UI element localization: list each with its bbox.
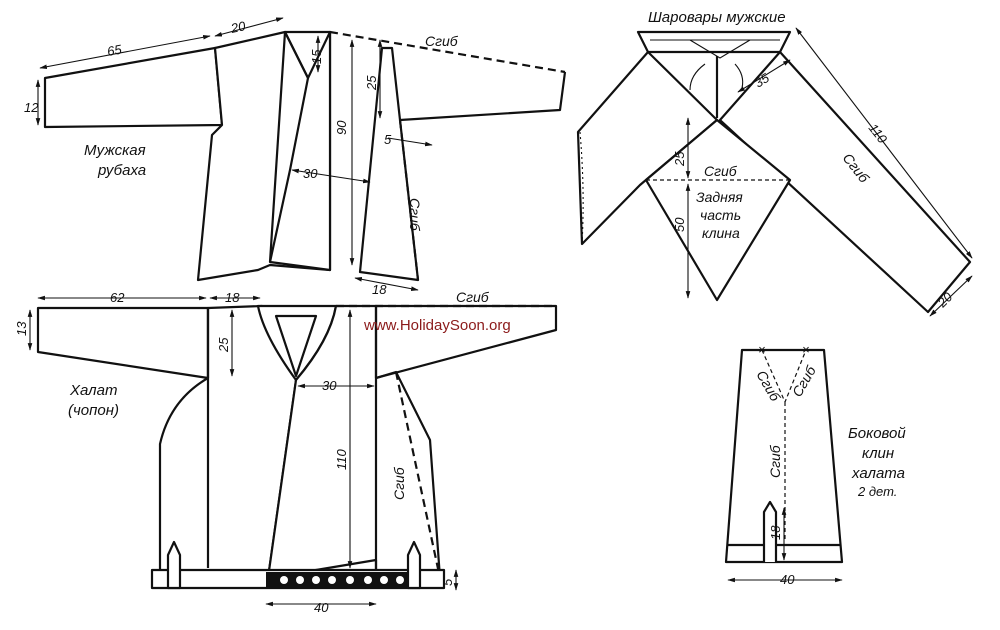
side-gusset-fold-center: Сгиб [767,444,783,478]
shirt-dim-half-width: 30 [303,166,318,181]
robe-pattern: 62 18 13 25 30 110 40 5 Сгиб Сгиб www.Ho… [14,289,558,615]
robe-dim-cuff: 13 [14,321,29,336]
side-gusset-title-1: Боковой [848,425,906,442]
robe-fold-top-label: Сгиб [456,289,490,305]
robe-ornament [280,576,404,584]
robe-dim-hem: 40 [314,600,329,615]
mens-trousers-pattern: Шаровары мужские 35 110 20 Сгиб Сгиб 25 … [576,9,973,317]
robe-dim-armhole: 25 [216,337,231,353]
svg-text:×: × [758,342,766,357]
robe-title-1: Халат [69,382,117,399]
shirt-neckline [268,31,310,263]
watermark: www.HolidaySoon.org [363,317,511,334]
shirt-right-side [358,46,420,282]
robe-dim-shoulder: 18 [225,290,240,305]
robe-fold-side-label: Сгиб [391,466,407,500]
gusset-label-1: Задняя [696,189,743,205]
shirt-title-2: рубаха [97,162,146,179]
side-gusset-shape [724,348,844,564]
shirt-title-1: Мужская [84,142,146,159]
side-gusset-dim-slit: 18 [768,525,783,540]
shirt-fold-line [329,30,566,74]
robe-ornament-band [266,572,410,588]
robe-title-2: (чопон) [68,402,119,419]
shirt-dim-cuff: 12 [24,100,39,115]
trousers-fold-gusset: Сгиб [704,163,738,179]
side-gusset-title-4: 2 дет. [857,484,897,499]
robe-dim-length: 110 [334,449,349,470]
side-gusset-dim-width: 40 [780,572,795,587]
shirt-dim-length: 90 [334,120,349,135]
shirt-dim-neck: 15 [309,49,324,64]
trousers-title: Шаровары мужские [648,9,786,26]
gusset-label-3: клина [702,225,740,241]
trousers-dim-gusset-top: 25 [672,151,687,167]
shirt-dim-shoulder: 20 [229,18,248,36]
side-gusset-pattern: × × Сгиб Сгиб Сгиб 18 40 Боковой клин ха… [724,342,906,587]
shirt-fold-top: Сгиб [425,33,459,49]
trousers-waistband [636,30,792,54]
trousers-dim-gusset-height: 50 [672,217,687,232]
trousers-gusset [644,118,792,302]
robe-dim-trim: 5 [440,578,455,586]
robe-sleeve [36,306,210,380]
shirt-dim-armhole: 25 [364,75,379,91]
side-gusset-title-2: клин [862,445,894,462]
gusset-label-2: часть [700,207,741,223]
shirt-fold-side: Сгиб [407,198,423,232]
robe-dim-sleeve-length: 62 [110,290,125,305]
svg-text:×: × [802,342,810,357]
shirt-dim-sleeve-length: 65 [106,42,124,59]
shirt-side-fold [398,119,420,281]
robe-fold-side [394,371,442,579]
trousers-left-leg [576,50,719,246]
shirt-dim-side: 5 [384,132,392,147]
shirt-dim-hem: 18 [372,282,387,297]
mens-shirt-pattern: 65 20 12 15 25 90 30 5 18 Сгиб Сгиб Мужс… [24,17,567,297]
shirt-sleeve [43,46,224,129]
robe-dim-half-width: 30 [322,378,337,393]
side-gusset-title-3: халата [851,465,905,482]
